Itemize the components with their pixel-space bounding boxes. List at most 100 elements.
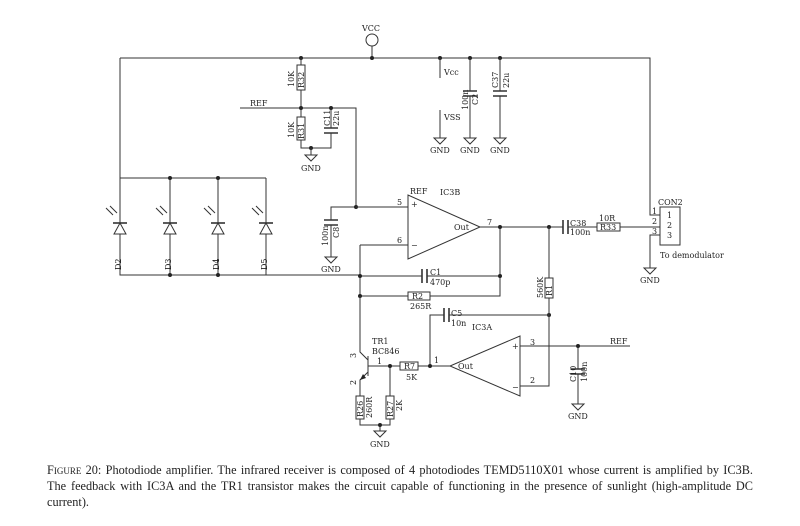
label-gnd: GND	[490, 146, 510, 155]
label-vss-pin: VSS	[443, 113, 461, 122]
label-c11-val: 22u	[332, 111, 341, 126]
label-pin1: 1	[377, 357, 382, 366]
label-c38: C38	[570, 219, 586, 228]
label-r2-val: 265R	[410, 302, 432, 311]
opamp-ic3b	[407, 194, 482, 260]
label-pin3: 3	[530, 338, 535, 347]
label-d5: D5	[260, 258, 269, 270]
label-ref: REF	[250, 99, 268, 108]
label-r27-val: 2K	[395, 399, 404, 411]
vcc-label: VCC	[361, 24, 380, 33]
label-r1: R1	[545, 285, 554, 296]
label-vcc-pin: Vcc	[443, 68, 459, 77]
label-gnd: GND	[321, 265, 341, 274]
label-r33: R33	[600, 223, 616, 232]
figure-caption-text: Photodiode amplifier. The infrared recei…	[47, 463, 753, 509]
label-pin1: 1	[434, 356, 439, 365]
label-pin2: 2	[530, 376, 535, 385]
label-c37: C37	[491, 72, 500, 88]
label-out: Out	[454, 223, 470, 232]
label-r27: R27	[386, 401, 395, 417]
label-c10: C10	[569, 366, 578, 382]
label-r2: R2	[412, 292, 423, 301]
label-con2: CON2	[658, 198, 683, 207]
label-tr1: TR1	[372, 337, 388, 346]
label-ref: REF	[610, 337, 628, 346]
label-gnd: GND	[370, 440, 390, 449]
r1	[544, 277, 554, 299]
label-c8-val: 100n	[321, 226, 330, 246]
label-c37-val: 22u	[502, 73, 511, 88]
to-demodulator-label: To demodulator	[660, 251, 724, 260]
r2	[407, 291, 431, 301]
label-tr1-val: BC846	[372, 347, 399, 356]
label-c10-val: 100n	[580, 362, 589, 382]
label-c1: C1	[430, 268, 441, 277]
svg-text:+: +	[411, 200, 418, 209]
figure-label: Figure 20:	[47, 463, 102, 477]
label-c5-val: 10n	[451, 319, 466, 328]
label-r31-val: 10K	[287, 121, 296, 138]
photodiode-d4	[203, 178, 225, 275]
label-r31: R31	[297, 123, 306, 139]
svg-text:−: −	[512, 383, 519, 392]
con2-connector	[659, 206, 681, 246]
label-ic3a: IC3A	[472, 323, 492, 332]
r7	[399, 361, 419, 371]
r33	[596, 222, 621, 232]
label-r32: R32	[297, 72, 306, 88]
label-c38-val: 100n	[570, 228, 590, 237]
label-gnd: GND	[430, 146, 450, 155]
r32	[296, 64, 306, 91]
label-gnd: GND	[568, 412, 588, 421]
svg-text:+: +	[512, 342, 519, 351]
label-out: Out	[458, 362, 474, 371]
photodiode-d3	[155, 178, 177, 275]
label-gnd: GND	[301, 164, 321, 173]
figure-caption: Figure 20: Photodiode amplifier. The inf…	[47, 462, 753, 510]
label-c11: C11	[323, 110, 332, 126]
label-pin3: 3	[349, 353, 358, 358]
label-pin2: 2	[652, 217, 657, 226]
label-c2-val: 100n	[461, 90, 470, 110]
label-gnd: GND	[640, 276, 660, 285]
label-pin6: 6	[397, 236, 402, 245]
label-pin3: 3	[652, 227, 657, 236]
label-gnd: GND	[460, 146, 480, 155]
label-pin5: 5	[397, 198, 402, 207]
gnd-symbols: GND GND GND	[430, 137, 510, 155]
label-ic3b: IC3B	[440, 188, 460, 197]
label-c2: C2	[471, 94, 480, 105]
vcc-terminal	[365, 33, 379, 47]
svg-text:−: −	[411, 241, 418, 250]
label-r32-val: 10K	[287, 70, 296, 87]
label-r7: R7	[404, 362, 415, 371]
photodiodes: D2 D3 D4 D5	[105, 178, 273, 275]
r26	[355, 395, 365, 420]
label-r33-val: 10R	[599, 214, 616, 223]
label-r26: R26	[356, 401, 365, 417]
label-pin3: 3	[667, 231, 672, 240]
label-pin1: 1	[652, 207, 657, 216]
label-r7-val: 5K	[406, 373, 418, 382]
label-d4: D4	[212, 258, 221, 270]
r27	[385, 395, 395, 420]
label-d2: D2	[114, 258, 123, 270]
label-pin7: 7	[487, 218, 492, 227]
label-pin1: 1	[667, 211, 672, 220]
photodiode-d5	[251, 178, 273, 275]
label-c5: C5	[451, 309, 462, 318]
label-r1-val: 560K	[536, 276, 545, 298]
photodiode-amplifier-schematic: VCC Vcc VSS 100n C2 C37 22u GND GND GND …	[105, 24, 724, 449]
label-d3: D3	[164, 258, 173, 270]
r31	[296, 116, 306, 141]
label-pin2: 2	[667, 221, 672, 230]
label-pin2: 2	[349, 380, 358, 385]
label-ref: REF	[410, 187, 428, 196]
photodiode-d2	[105, 178, 127, 275]
vcc-rail	[120, 57, 660, 216]
label-r26-val: 260R	[365, 396, 374, 418]
label-c8: C8	[332, 227, 341, 238]
label-c1-val: 470p	[430, 278, 450, 287]
opamp-ic3a	[448, 335, 521, 397]
